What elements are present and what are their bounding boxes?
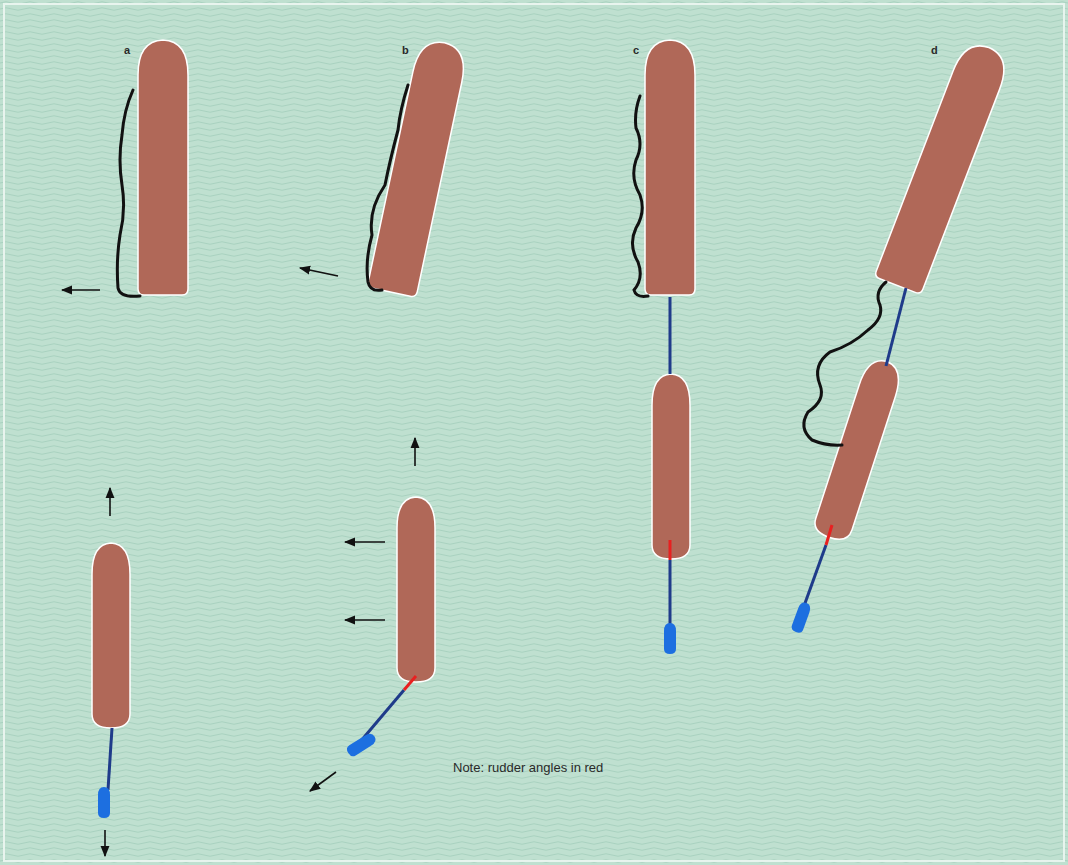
frame [4,4,1064,861]
ship [138,40,188,295]
tow-line [360,690,404,742]
mooring-line [367,85,408,290]
tug [345,731,378,758]
lines [117,85,886,445]
rudder-angle [669,540,672,560]
mooring-line [117,90,140,296]
tow-lines [108,288,906,790]
rudders [404,525,832,690]
tug [664,623,676,654]
ship [645,40,695,295]
tug [98,787,110,818]
ship [397,497,435,682]
force-arrow [109,488,111,516]
tow-line [669,297,672,374]
force-arrow [62,289,100,291]
force-arrow [310,772,336,791]
ship [92,543,130,728]
tug [790,601,812,634]
force-arrow [300,268,338,276]
force-arrow [104,830,106,856]
tow-line [669,560,672,624]
mooring-line [632,96,648,296]
tow-line [804,545,826,606]
note: Note: rudder angles in red [453,761,603,774]
panel-letter: b [402,45,409,56]
force-arrow [345,619,385,621]
ship [812,356,905,544]
tow-line [886,288,906,366]
force-arrow [345,541,385,543]
tugs [98,601,812,818]
force-arrow [414,438,416,466]
panel-letter: d [931,45,938,56]
ship [367,38,469,298]
rudder-angle [826,525,832,545]
rudder-angle [404,676,416,690]
ships [92,38,1012,728]
panel-letter: c [633,45,639,56]
ship [652,374,690,559]
slack-line [804,282,886,445]
arrows [62,268,415,856]
tow-line [108,728,112,790]
ship [874,39,1012,295]
panel-letter: a [124,45,130,56]
